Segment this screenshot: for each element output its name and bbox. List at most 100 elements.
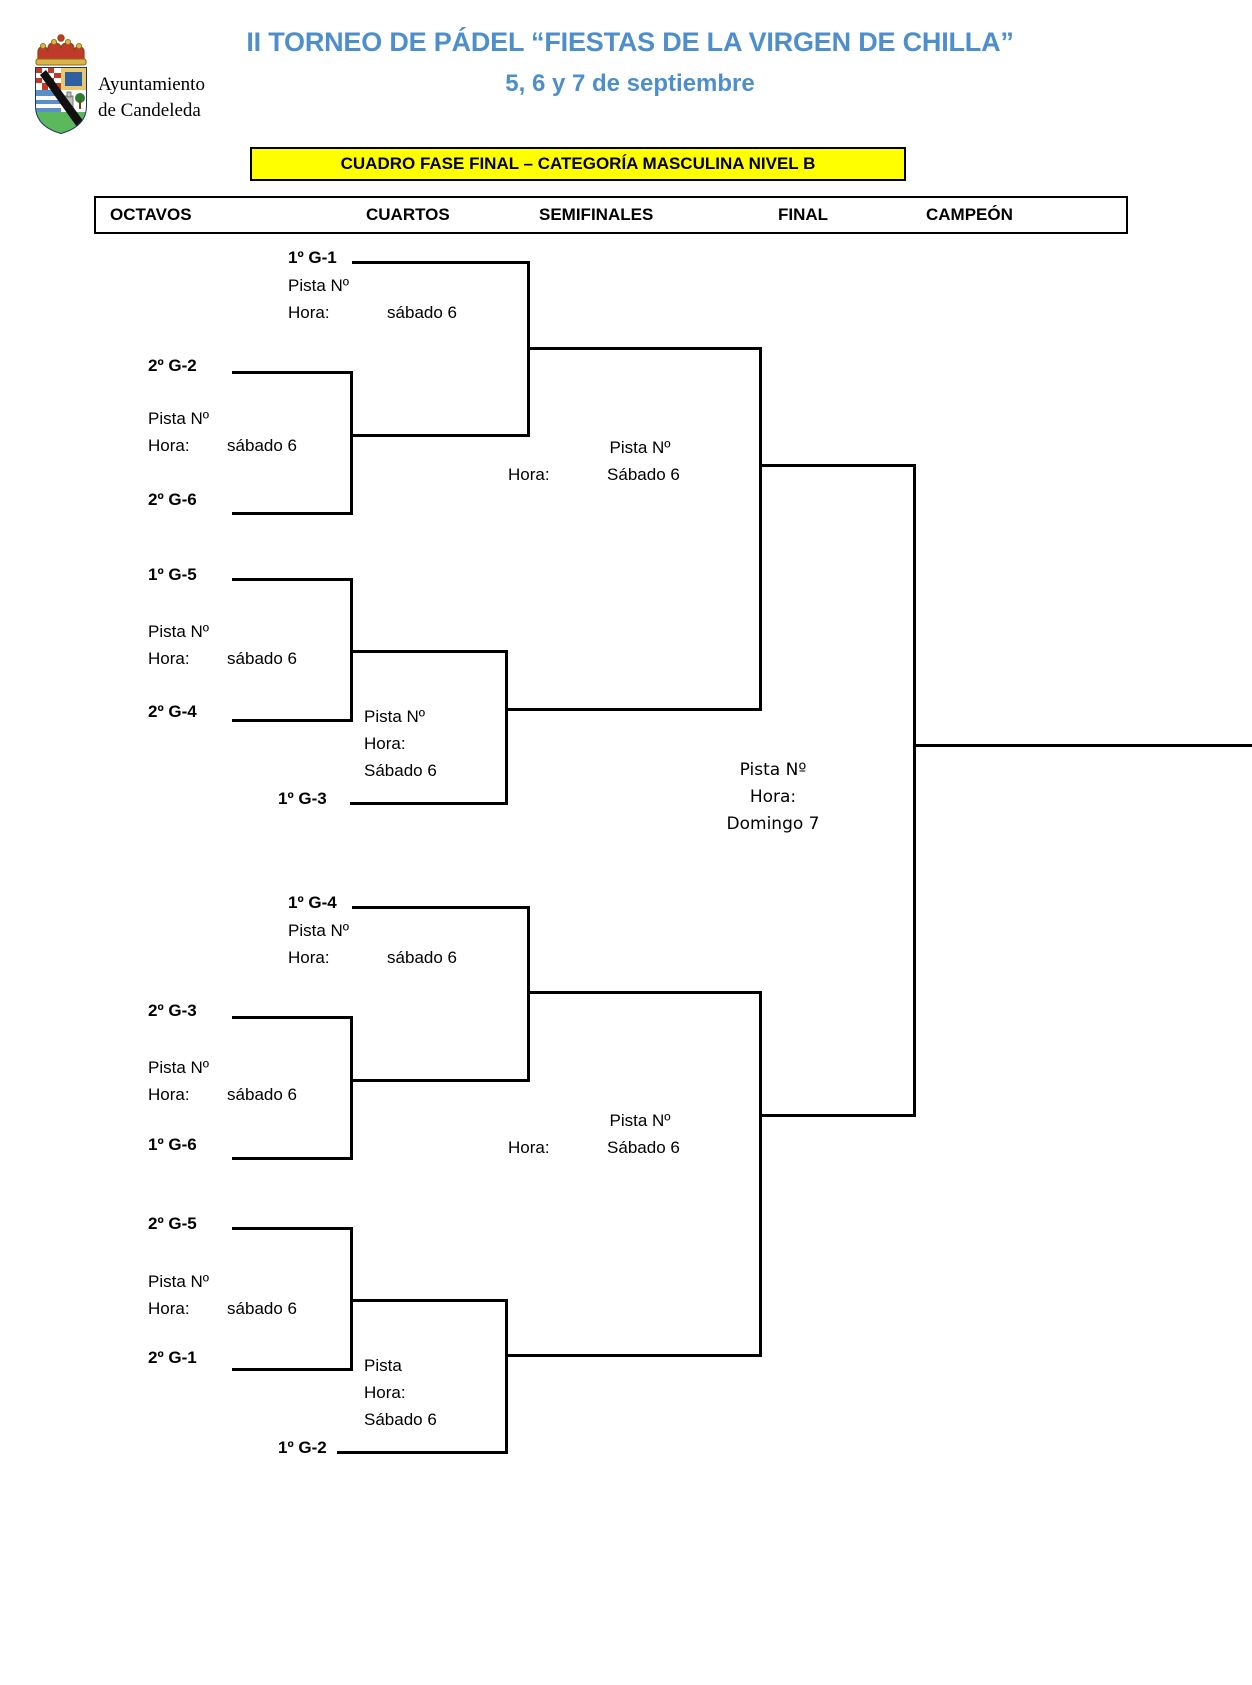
bracket-line-s2-vert <box>759 991 762 1357</box>
category-banner: CUADRO FASE FINAL – CATEGORÍA MASCULINA … <box>250 147 906 181</box>
bracket-line-champion <box>913 744 1252 747</box>
hora-label-s2: Hora: <box>508 1138 550 1157</box>
hora-label-c3: Hora: <box>288 948 330 967</box>
bracket-line-s1-vert <box>759 347 762 711</box>
hora-label-o3: Hora: <box>148 1085 190 1104</box>
match-info-o3: Pista Nº Hora: sábado 6 <box>148 1054 297 1108</box>
pista-label-c2: Pista Nº <box>364 707 426 726</box>
match-info-c4: Pista Hora: Sábado 6 <box>364 1352 437 1433</box>
match-info-s1: Pista Nº Hora: Sábado 6 <box>500 434 780 488</box>
round-header-campeon: CAMPEÓN <box>926 205 1013 224</box>
dia-label-s2: Sábado 6 <box>607 1138 680 1157</box>
hora-label-c4: Hora: <box>364 1383 406 1402</box>
pista-label-c1: Pista Nº <box>288 276 350 295</box>
bracket-line-o2-top <box>232 578 353 581</box>
bracket-line-s1-top <box>527 347 762 350</box>
town-hall-name: Ayuntamiento de Candeleda <box>98 72 278 124</box>
dia-label-c1: sábado 6 <box>387 303 457 322</box>
match-info-c2: Pista Nº Hora: Sábado 6 <box>364 703 437 784</box>
bracket-line-o1-top <box>232 371 353 374</box>
bracket-line-o1-bottom <box>232 512 353 515</box>
bracket-line-o1-vert <box>350 371 353 515</box>
seed-label-o2-top: 1º G-5 <box>148 565 197 584</box>
pista-label-s1: Pista Nº <box>609 438 671 457</box>
round-header-semifinales: SEMIFINALES <box>539 205 654 224</box>
town-hall-line2: de Candeleda <box>98 100 201 121</box>
match-info-s2: Pista Nº Hora: Sábado 6 <box>500 1107 780 1161</box>
seed-label-o4-bottom: 2º G-1 <box>148 1348 197 1367</box>
match-info-c1: Pista Nº Hora: sábado 6 <box>288 272 457 326</box>
bracket-line-c4-vert <box>505 1299 508 1454</box>
coat-of-arms-icon <box>35 34 87 135</box>
bracket-line-c4-bottom <box>337 1451 508 1454</box>
bracket-line-s1-bottom <box>505 708 762 711</box>
seed-label-o1-top: 2º G-2 <box>148 356 197 375</box>
bracket-line-o4-bottom <box>232 1368 353 1371</box>
bracket-line-c2-top <box>350 650 508 653</box>
tournament-dates: 5, 6 y 7 de septiembre <box>505 70 755 97</box>
bracket-line-c2-bottom <box>350 802 508 805</box>
seed-label-o1-bottom: 2º G-6 <box>148 490 197 509</box>
hora-label-o2: Hora: <box>148 649 190 668</box>
bracket-line-final-bottom <box>759 1114 916 1117</box>
bracket-line-s2-bottom <box>505 1354 762 1357</box>
bracket-line-c3-top <box>352 906 530 909</box>
round-headers: OCTAVOS CUARTOS SEMIFINALES FINAL CAMPEÓ… <box>94 196 1128 234</box>
seed-label-o3-bottom: 1º G-6 <box>148 1135 197 1154</box>
bracket-line-o2-bottom <box>232 719 353 722</box>
dia-label-c2: Sábado 6 <box>364 761 437 780</box>
town-hall-line1: Ayuntamiento <box>98 74 205 95</box>
pista-label-o2: Pista Nº <box>148 622 210 641</box>
bracket-line-final-vert <box>913 464 916 1117</box>
seed-label-c1: 1º G-1 <box>288 248 337 267</box>
tournament-title: II TORNEO DE PÁDEL “FIESTAS DE LA VIRGEN… <box>246 27 1014 57</box>
hora-label-o1: Hora: <box>148 436 190 455</box>
round-header-octavos: OCTAVOS <box>110 205 192 224</box>
pista-label-o3: Pista Nº <box>148 1058 210 1077</box>
seed-label-c4: 1º G-2 <box>278 1438 327 1457</box>
bracket-line-final-top <box>759 464 916 467</box>
bracket-line-o3-top <box>232 1016 353 1019</box>
hora-label-s1: Hora: <box>508 465 550 484</box>
round-header-cuartos: CUARTOS <box>366 205 450 224</box>
match-info-o4: Pista Nº Hora: sábado 6 <box>148 1268 297 1322</box>
dia-label-c4: Sábado 6 <box>364 1410 437 1429</box>
bracket-line-c1-top <box>352 261 530 264</box>
pista-label-o1: Pista Nº <box>148 409 210 428</box>
category-banner-text: CUADRO FASE FINAL – CATEGORÍA MASCULINA … <box>340 154 816 173</box>
seed-label-o2-bottom: 2º G-4 <box>148 702 197 721</box>
bracket-line-o4-top <box>232 1227 353 1230</box>
hora-label-o4: Hora: <box>148 1299 190 1318</box>
bracket-line-c2-vert <box>505 650 508 805</box>
bracket-line-c1-bottom <box>352 434 530 437</box>
bracket-line-c4-top <box>350 1299 508 1302</box>
bracket-line-o3-bottom <box>232 1157 353 1160</box>
hora-label-c1: Hora: <box>288 303 330 322</box>
bracket-line-c3-bottom <box>352 1079 530 1082</box>
match-info-o2: Pista Nº Hora: sábado 6 <box>148 618 297 672</box>
match-info-o1: Pista Nº Hora: sábado 6 <box>148 405 297 459</box>
match-info-c3: Pista Nº Hora: sábado 6 <box>288 917 457 971</box>
dia-label-o4: sábado 6 <box>227 1299 297 1318</box>
round-header-final: FINAL <box>778 205 829 224</box>
pista-label-c4: Pista <box>364 1356 402 1375</box>
dia-label-o3: sábado 6 <box>227 1085 297 1104</box>
pista-label-s2: Pista Nº <box>609 1111 671 1130</box>
seed-label-o4-top: 2º G-5 <box>148 1214 197 1233</box>
seed-label-o3-top: 2º G-3 <box>148 1001 197 1020</box>
dia-label-o1: sábado 6 <box>227 436 297 455</box>
seed-label-c2: 1º G-3 <box>278 789 327 808</box>
dia-label-c3: sábado 6 <box>387 948 457 967</box>
pista-label-final: Pista Nº <box>739 760 807 780</box>
pista-label-c3: Pista Nº <box>288 921 350 940</box>
pista-label-o4: Pista Nº <box>148 1272 210 1291</box>
dia-label-o2: sábado 6 <box>227 649 297 668</box>
bracket-line-o3-vert <box>350 1016 353 1160</box>
seed-label-c3: 1º G-4 <box>288 893 337 912</box>
dia-label-final: Domingo 7 <box>726 814 820 834</box>
hora-label-c2: Hora: <box>364 734 406 753</box>
match-info-final: Pista Nº Hora: Domingo 7 <box>660 757 886 838</box>
bracket-line-c3-vert <box>527 906 530 1082</box>
hora-label-final: Hora: <box>749 787 797 807</box>
dia-label-s1: Sábado 6 <box>607 465 680 484</box>
